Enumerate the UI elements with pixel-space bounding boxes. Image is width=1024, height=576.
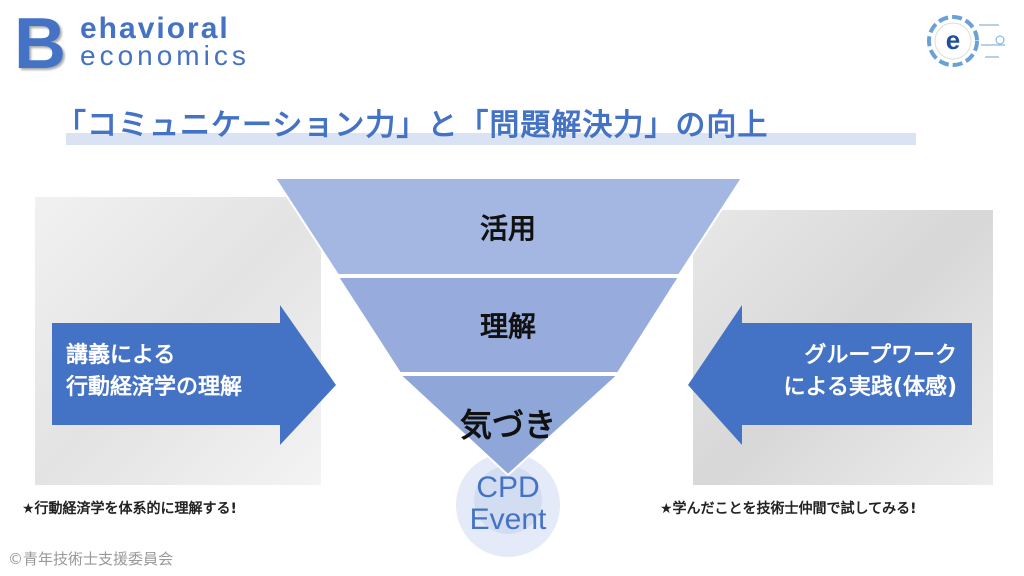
right-arrow-line2: による実践(体感) — [783, 375, 957, 400]
funnel-label-2: 理解 — [479, 310, 536, 343]
e-circle-logo-icon: e — [927, 15, 1005, 67]
funnel-level-2 — [336, 276, 681, 374]
right-caption: ★学んだことを技術士仲間で試してみる! — [660, 501, 917, 517]
right-arrow-shape — [688, 305, 972, 445]
left-arrow-line1: 講義による — [66, 343, 176, 368]
copyright: ©青年技術士支援委員会 — [8, 550, 174, 568]
left-arrow-shape — [52, 305, 336, 445]
logo-line1: ehavioral — [80, 12, 230, 45]
funnel-label-1: 活用 — [479, 212, 536, 245]
funnel-level-3 — [397, 374, 621, 477]
logo-initial: B — [14, 4, 66, 84]
funnel-level-1 — [273, 177, 744, 276]
left-arrow-line2: 行動経済学の理解 — [66, 375, 243, 400]
cpd-event-label: CPD Event — [448, 472, 568, 536]
svg-text:e: e — [946, 25, 960, 55]
left-caption: ★行動経済学を体系的に理解する! — [22, 501, 237, 517]
cpd-line1: CPD — [476, 471, 540, 504]
right-arrow-text: グループワーク による実践(体感) — [725, 340, 957, 404]
logo-line2: economics — [80, 40, 250, 71]
page-title: 「コミュニケーション力」と「問題解決力」の向上 — [56, 108, 769, 143]
right-arrow-line1: グループワーク — [804, 343, 957, 368]
title-underline — [66, 133, 916, 145]
cpd-line2: Event — [469, 503, 547, 536]
left-arrow-text: 講義による 行動経済学の理解 — [66, 340, 242, 404]
funnel-label-3: 気づき — [459, 406, 556, 444]
